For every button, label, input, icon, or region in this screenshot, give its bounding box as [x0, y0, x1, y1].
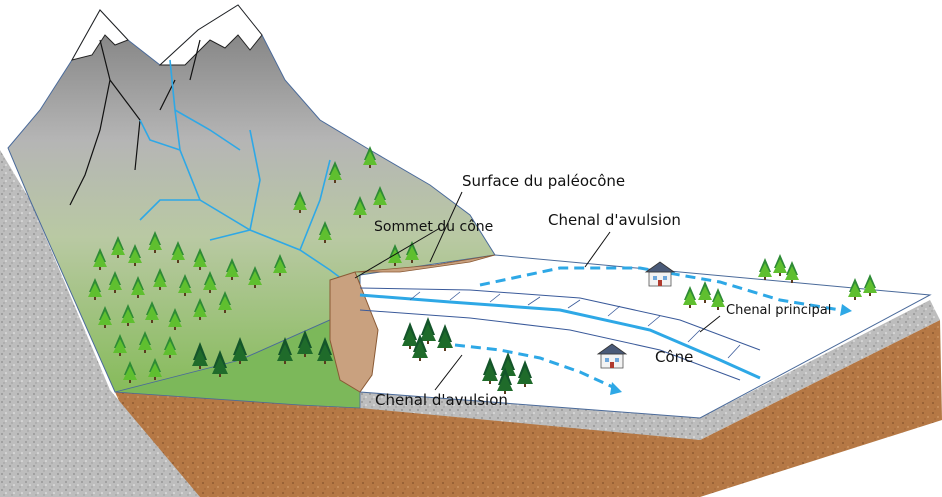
rock-face — [0, 150, 200, 497]
paleocone-scarp — [329, 271, 379, 393]
label-cone-apex: Sommet du cône — [374, 219, 493, 235]
soil-layer-front — [115, 392, 700, 497]
arrowhead-upper — [840, 304, 852, 316]
house-icon — [645, 261, 675, 287]
leader-lines — [354, 191, 721, 391]
label-cone: Cône — [655, 348, 693, 366]
gravel-layer-right — [700, 300, 940, 440]
gravel-layer-front — [360, 392, 700, 440]
arrowhead-lower — [610, 382, 622, 395]
label-paleocone-surface: Surface du paléocône — [462, 172, 625, 190]
paleocone-surface — [354, 254, 496, 273]
avulsion-channel-lower-path — [454, 343, 616, 390]
soil-layer-right — [700, 320, 942, 497]
label-main-channel: Chenal principal — [726, 303, 831, 318]
drainage-network — [139, 59, 351, 286]
avulsion-channel-upper-path — [479, 266, 841, 312]
channel-hatching — [409, 291, 741, 359]
main-channel — [359, 293, 761, 380]
main-channel-bank — [359, 287, 761, 381]
label-avulsion-channel-lower: Chenal d'avulsion — [375, 391, 508, 409]
snow-peak-icon — [70, 4, 263, 66]
label-avulsion-channel-upper: Chenal d'avulsion — [548, 211, 681, 229]
